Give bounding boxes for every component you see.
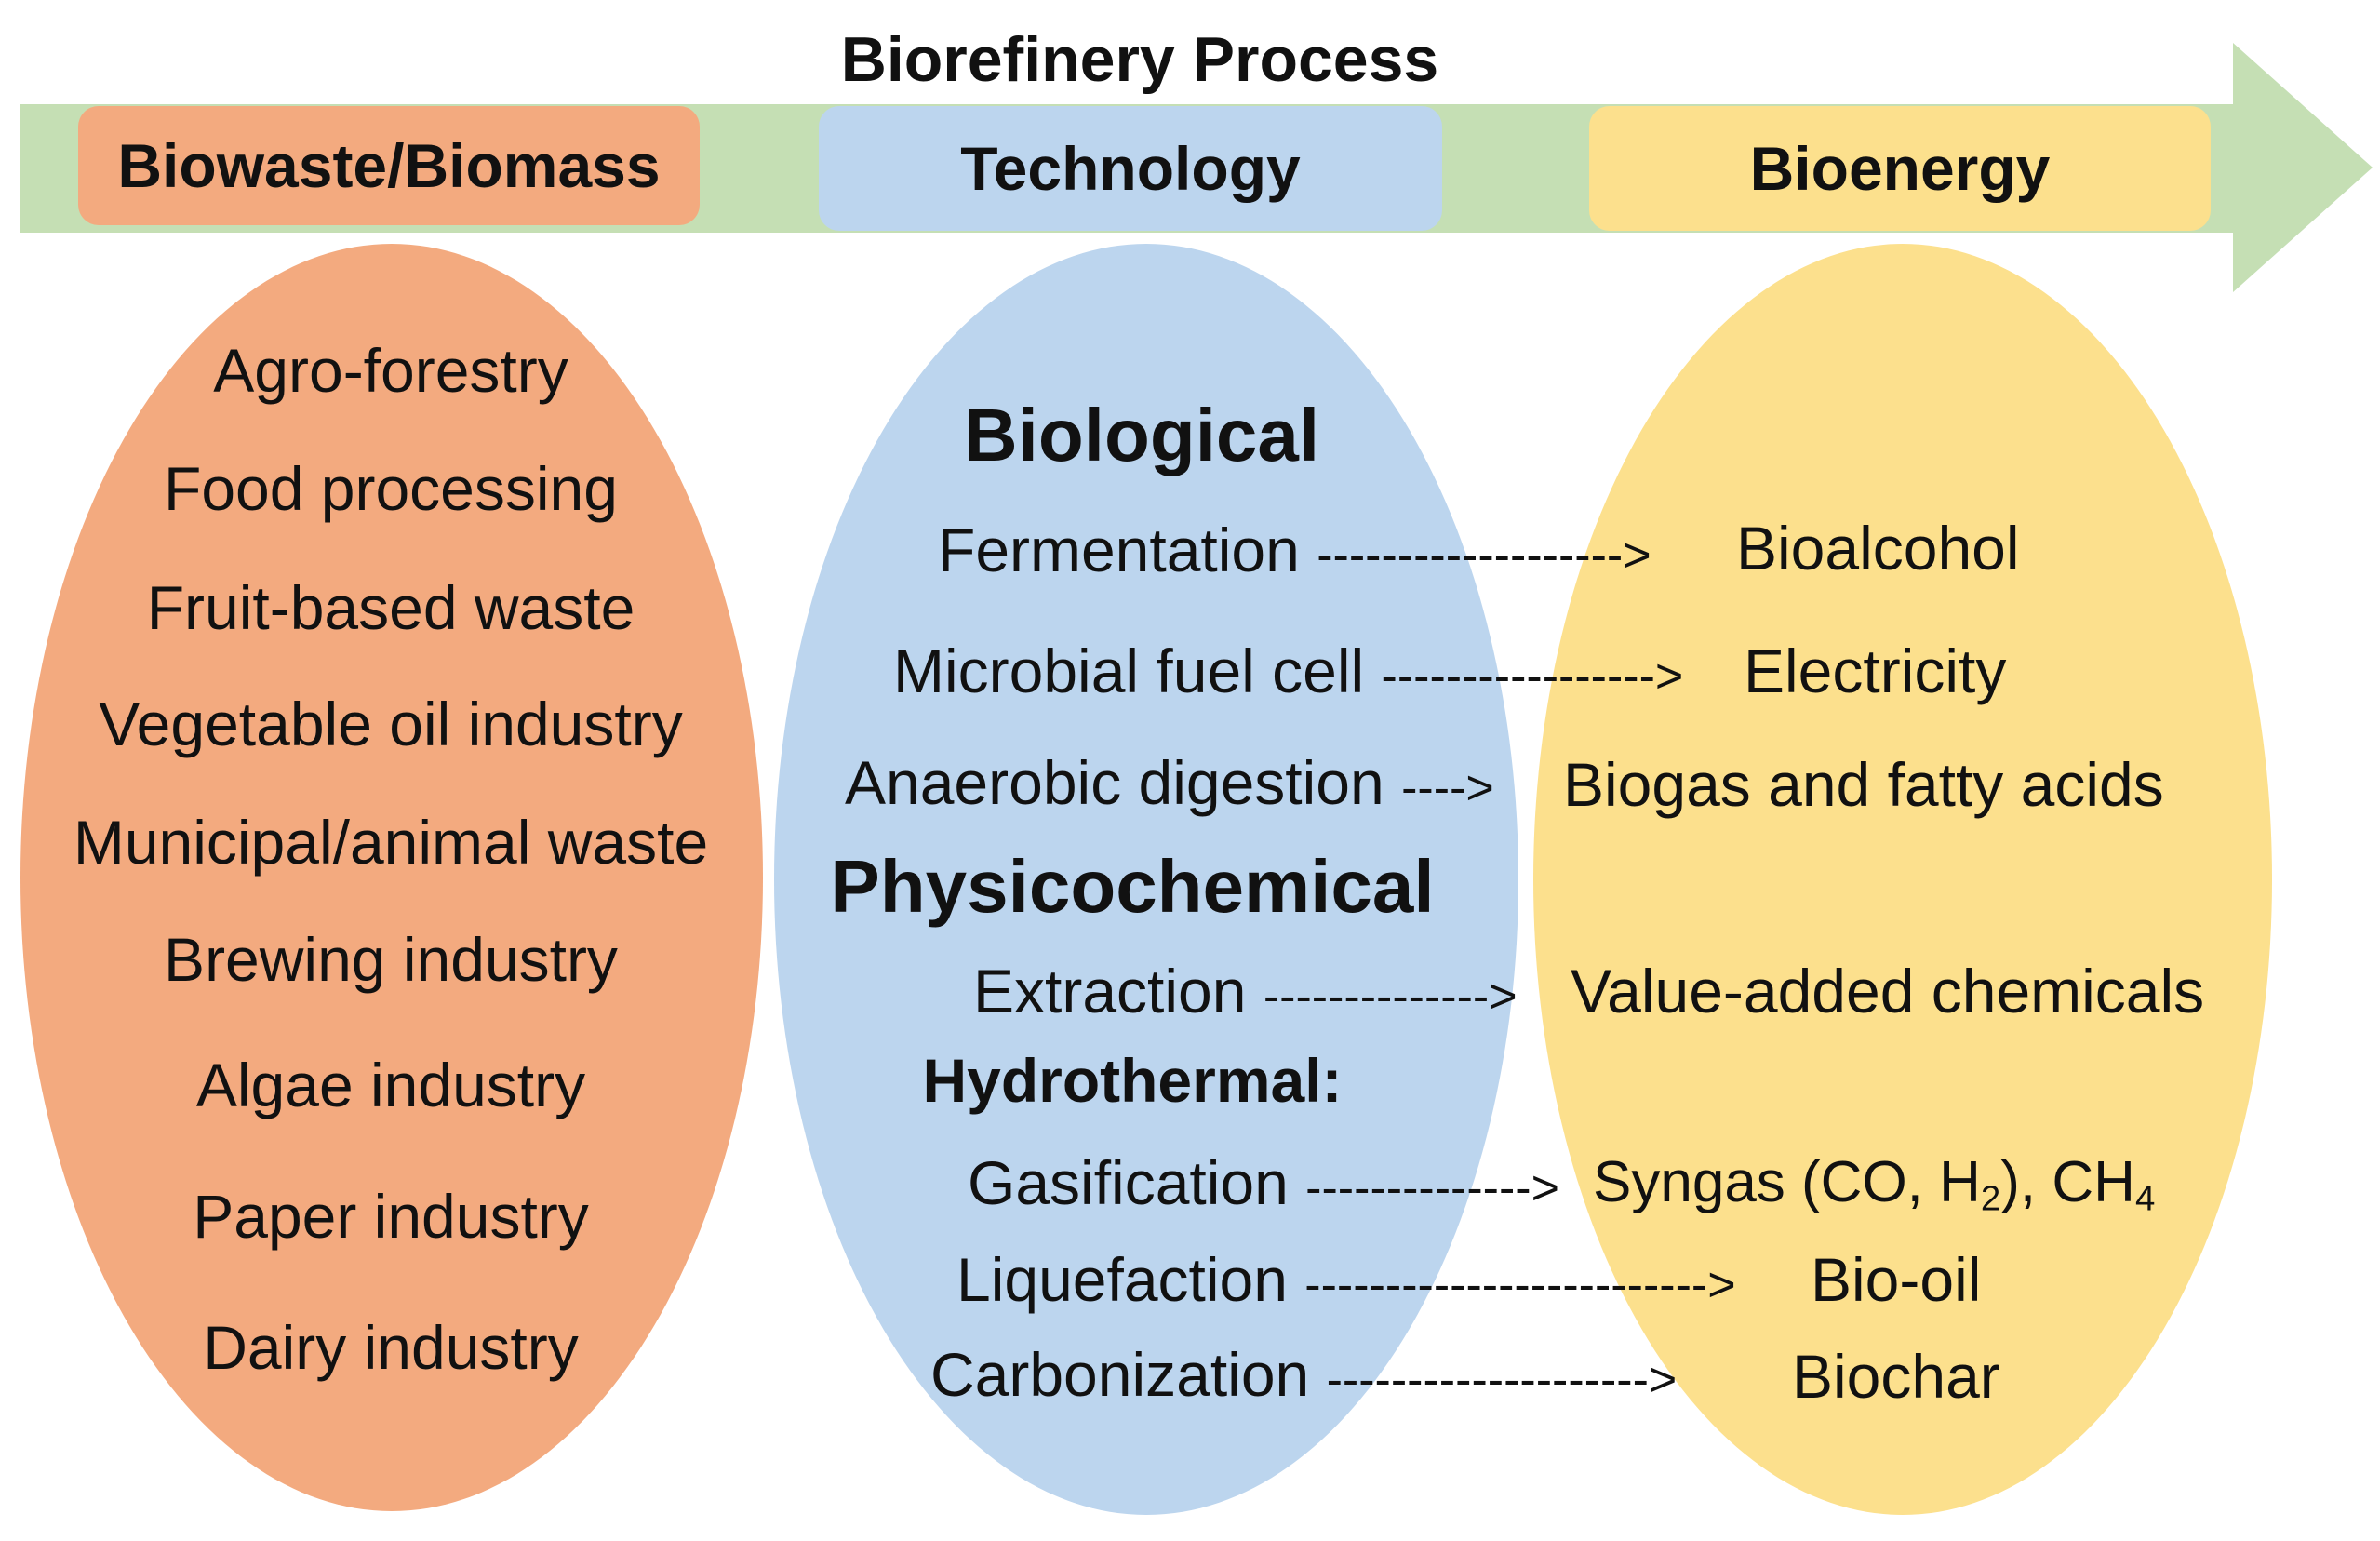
heading-hydrothermal: Hydrothermal: bbox=[922, 1046, 1343, 1115]
syngas-text-b: ), CH bbox=[2000, 1150, 2135, 1214]
tech-liquefaction: Liquefaction bbox=[956, 1245, 1288, 1314]
connector-arrow: -------------------> bbox=[1317, 529, 1651, 583]
stage-technology-label: Technology bbox=[960, 134, 1301, 203]
source-vegetable-oil: Vegetable oil industry bbox=[99, 690, 683, 758]
technology-ellipse bbox=[774, 244, 1518, 1515]
source-municipal-animal: Municipal/animal waste bbox=[73, 808, 709, 877]
tech-carbonization: Carbonization bbox=[930, 1340, 1310, 1409]
source-brewing: Brewing industry bbox=[164, 925, 618, 994]
source-agro-forestry: Agro-forestry bbox=[213, 336, 568, 405]
tech-anaerobic-digestion: Anaerobic digestion bbox=[845, 748, 1384, 817]
product-chemicals: Value-added chemicals bbox=[1571, 957, 2205, 1025]
row-anaerobic-digestion: Anaerobic digestion ----> bbox=[845, 752, 1494, 813]
product-biooil: Bio-oil bbox=[1811, 1245, 1982, 1314]
biomass-ellipse bbox=[20, 244, 763, 1511]
tech-fermentation: Fermentation bbox=[938, 516, 1300, 584]
row-fermentation: Fermentation -------------------> bbox=[938, 519, 1651, 581]
product-electricity: Electricity bbox=[1744, 636, 2007, 705]
source-fruit-based-waste: Fruit-based waste bbox=[146, 573, 635, 642]
heading-physicochemical: Physicochemical bbox=[830, 845, 1435, 928]
product-biogas: Biogas and fatty acids bbox=[1563, 750, 2164, 819]
source-algae: Algae industry bbox=[195, 1051, 586, 1119]
source-dairy: Dairy industry bbox=[203, 1313, 579, 1382]
connector-arrow: --------------> bbox=[1263, 970, 1518, 1024]
connector-arrow: ----> bbox=[1401, 761, 1494, 815]
connector-arrow: -----------------> bbox=[1381, 650, 1684, 704]
product-biochar: Biochar bbox=[1792, 1342, 2000, 1411]
row-gasification: Gasification --------------> bbox=[968, 1152, 1559, 1213]
syngas-subscript-4: 4 bbox=[2134, 1178, 2156, 1219]
tech-gasification: Gasification bbox=[968, 1148, 1289, 1217]
heading-biological: Biological bbox=[963, 394, 1320, 476]
stage-technology-box: Technology bbox=[819, 106, 1442, 231]
syngas-text-a: Syngas (CO, H bbox=[1593, 1150, 1981, 1214]
stage-energy-box: Bioenergy bbox=[1589, 106, 2211, 231]
diagram-title: Biorefinery Process bbox=[840, 24, 1439, 95]
process-arrow-head bbox=[2233, 43, 2373, 292]
energy-ellipse bbox=[1533, 244, 2272, 1515]
syngas-subscript-2: 2 bbox=[1980, 1178, 2001, 1219]
row-extraction: Extraction --------------> bbox=[973, 960, 1518, 1022]
connector-arrow: --------------> bbox=[1305, 1161, 1559, 1215]
product-bioalcohol: Bioalcohol bbox=[1736, 514, 2020, 583]
source-paper: Paper industry bbox=[193, 1182, 589, 1251]
row-carbonization: Carbonization --------------------> bbox=[930, 1344, 1677, 1405]
product-syngas: Syngas (CO, H2), CH4 bbox=[1593, 1154, 2155, 1217]
source-food-processing: Food processing bbox=[164, 454, 618, 523]
stage-energy-label: Bioenergy bbox=[1749, 134, 2051, 203]
connector-arrow: -------------------------> bbox=[1304, 1258, 1736, 1312]
row-microbial-fuel-cell: Microbial fuel cell -----------------> bbox=[893, 640, 1683, 702]
stage-biomass-box: Biowaste/Biomass bbox=[78, 106, 700, 225]
tech-extraction: Extraction bbox=[973, 957, 1247, 1025]
row-liquefaction: Liquefaction -------------------------> bbox=[956, 1249, 1736, 1310]
stage-biomass-label: Biowaste/Biomass bbox=[117, 131, 661, 200]
tech-microbial-fuel-cell: Microbial fuel cell bbox=[893, 636, 1365, 705]
connector-arrow: --------------------> bbox=[1326, 1353, 1678, 1407]
